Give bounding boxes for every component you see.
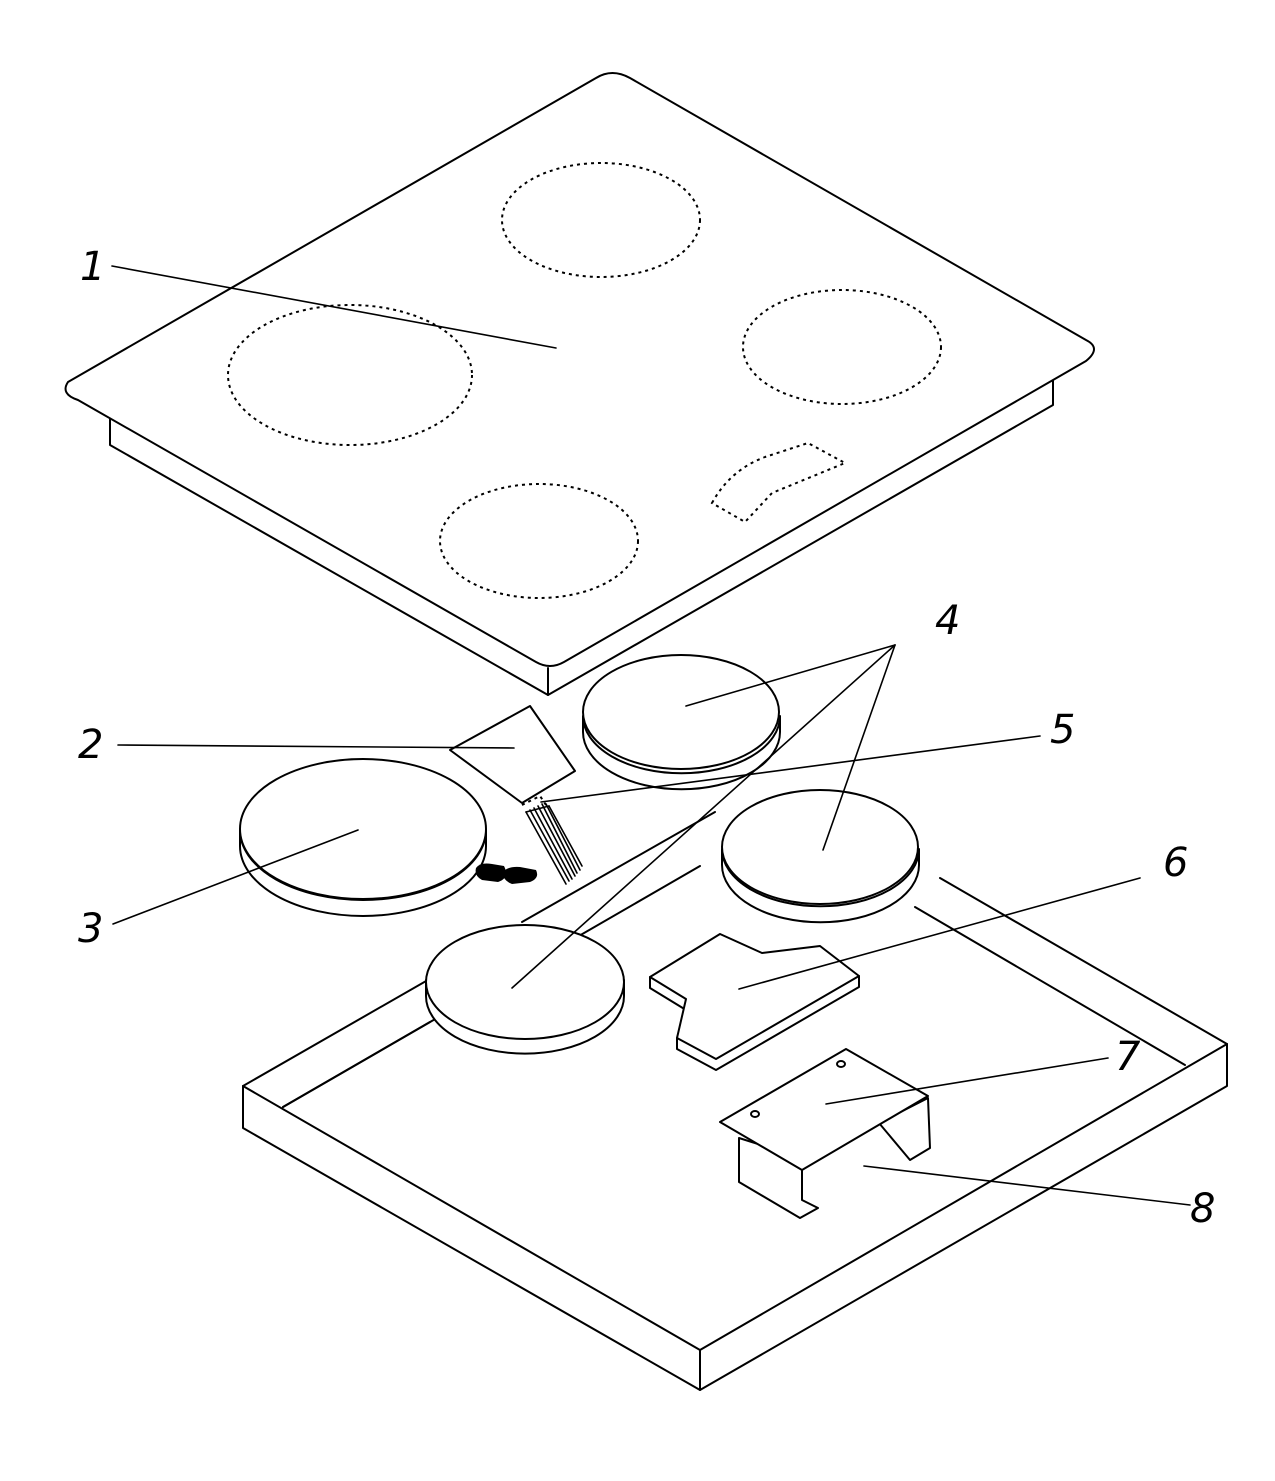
large-heating-element <box>239 758 538 917</box>
label-5: 5 <box>1050 707 1075 753</box>
heating-element-right <box>721 789 920 924</box>
leader-lines <box>111 265 1191 1206</box>
label-3: 3 <box>78 906 103 952</box>
heating-element-front <box>425 924 625 1055</box>
cooking-zone-right <box>742 289 942 405</box>
cooking-zone-markings <box>227 162 942 599</box>
control-board <box>449 705 576 804</box>
mounting-bracket <box>719 1048 931 1219</box>
label-7: 7 <box>1115 1034 1141 1080</box>
label-1: 1 <box>80 244 105 290</box>
cooking-zone-back <box>501 162 701 278</box>
label-6: 6 <box>1163 840 1188 886</box>
label-4: 4 <box>935 598 960 644</box>
glass-cooktop-plate <box>64 72 1095 696</box>
cooking-zone-left-large <box>227 304 473 446</box>
label-8: 8 <box>1190 1186 1215 1232</box>
heating-element-back <box>582 654 781 791</box>
ribbon-cable <box>521 794 583 885</box>
label-2: 2 <box>78 722 103 768</box>
component-plate <box>649 933 860 1071</box>
cooking-zone-front <box>439 483 639 599</box>
